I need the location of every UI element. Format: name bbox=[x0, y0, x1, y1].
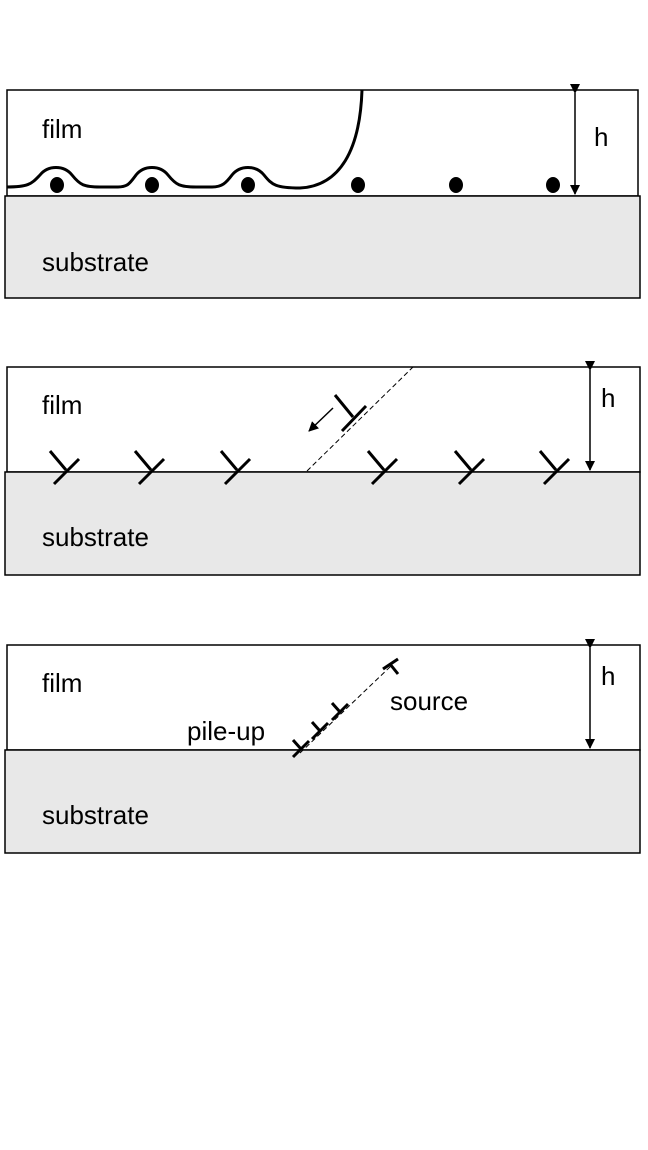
dislocation-dot bbox=[449, 177, 463, 193]
source-label: source bbox=[390, 686, 468, 716]
dislocation-dot bbox=[351, 177, 365, 193]
pileup-dislocation bbox=[330, 702, 350, 722]
pileup-dislocation bbox=[291, 739, 311, 759]
misfit-dislocation bbox=[453, 450, 486, 486]
slip-plane bbox=[306, 366, 414, 472]
panel-1: film substrate h bbox=[4, 84, 641, 299]
panel-3: film substrate h pile-up source bbox=[4, 639, 641, 854]
dislocation-line-curve bbox=[6, 89, 364, 190]
gliding-dislocation bbox=[333, 394, 368, 433]
glide-direction-arrow bbox=[308, 407, 334, 432]
misfit-dislocation bbox=[133, 450, 166, 486]
thickness-label: h bbox=[594, 122, 608, 152]
dislocation-dot bbox=[546, 177, 560, 193]
film-label: film bbox=[42, 390, 82, 420]
pileup-label: pile-up bbox=[187, 716, 265, 746]
misfit-dislocation bbox=[538, 450, 571, 486]
film-layer bbox=[6, 366, 641, 473]
misfit-dislocation bbox=[366, 450, 399, 486]
slip-plane bbox=[299, 664, 393, 754]
thickness-label: h bbox=[601, 661, 615, 691]
misfit-dislocation bbox=[48, 450, 81, 486]
substrate-label: substrate bbox=[42, 247, 149, 277]
dislocation-dot bbox=[145, 177, 159, 193]
substrate-label: substrate bbox=[42, 800, 149, 830]
thickness-label: h bbox=[601, 383, 615, 413]
misfit-dislocation bbox=[219, 450, 252, 486]
dislocation-dot bbox=[241, 177, 255, 193]
substrate-label: substrate bbox=[42, 522, 149, 552]
substrate-layer bbox=[4, 471, 641, 576]
substrate-layer bbox=[4, 195, 641, 299]
film-layer bbox=[6, 89, 639, 197]
substrate-layer bbox=[4, 749, 641, 854]
dislocation-dot bbox=[50, 177, 64, 193]
film-label: film bbox=[42, 668, 82, 698]
film-layer bbox=[6, 644, 641, 751]
film-label: film bbox=[42, 114, 82, 144]
panel-2: film substrate h bbox=[4, 361, 641, 576]
dislocation-source bbox=[382, 657, 400, 675]
pileup-dislocation bbox=[310, 721, 330, 741]
